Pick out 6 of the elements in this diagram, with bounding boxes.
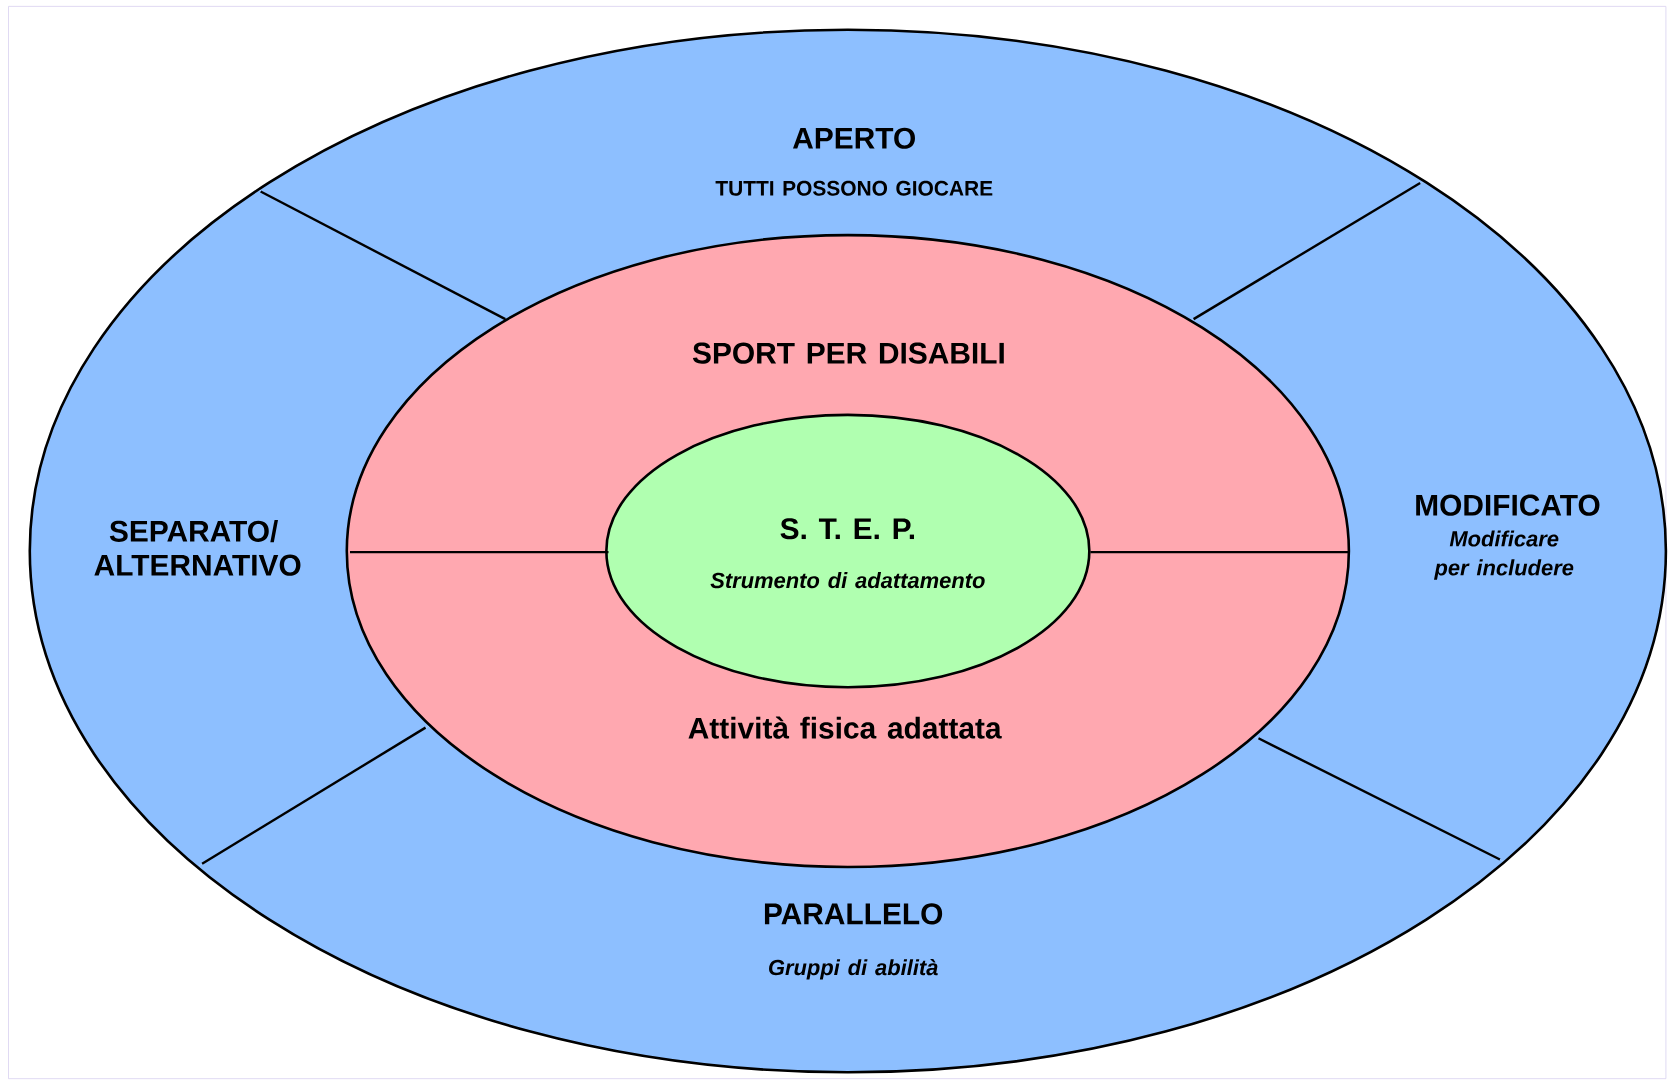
node-label: Modificare per includere [1434,530,1574,580]
node-label: SEPARATO/ ALTERNATIVO [94,520,301,576]
ring-sector: APERTO TUTTI POSSONO GIOCARE [258,30,1425,321]
ring-sector: SEPARATO/ ALTERNATIVO [31,189,507,867]
node-label: MODIFICATO [1416,494,1600,516]
ring-sector: MODIFICATO Modificare per includere [1190,181,1666,862]
